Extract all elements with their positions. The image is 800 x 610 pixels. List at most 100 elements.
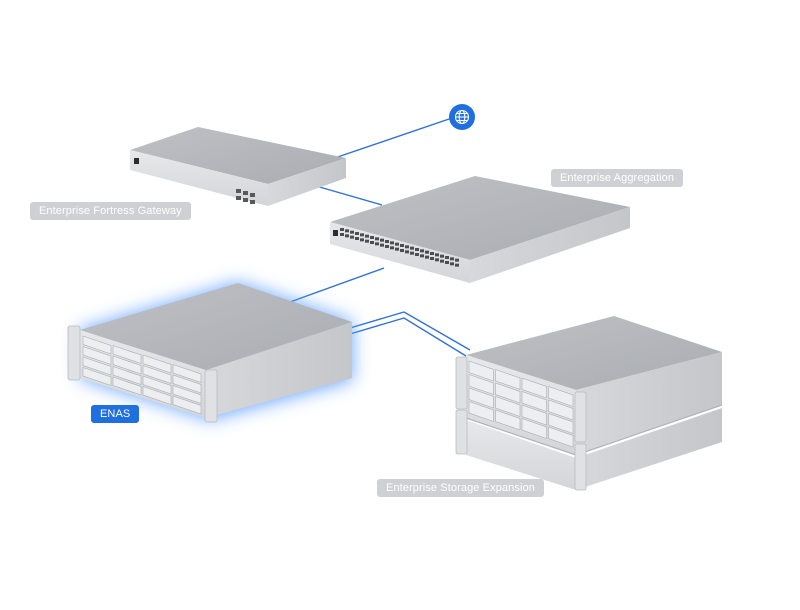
drive-bay — [142, 354, 172, 374]
switch-port — [410, 251, 414, 255]
drive-bay — [495, 382, 521, 404]
switch-port — [430, 252, 434, 255]
switch-port — [440, 259, 444, 263]
switch-port — [395, 247, 399, 251]
drive-bay — [82, 335, 112, 355]
switch-port — [370, 241, 374, 244]
link-aggregation-enas — [289, 267, 385, 303]
switch-port — [430, 257, 434, 260]
link-enas-storage-a — [349, 311, 471, 351]
drive-bay — [142, 386, 172, 405]
storage-rack-ear-right-bottom — [574, 443, 587, 491]
switch-port — [420, 249, 424, 253]
link-gateway-aggregation — [315, 185, 383, 206]
switch-port — [435, 253, 439, 257]
link-internet-gateway — [319, 117, 453, 164]
aggregation-label: Enterprise Aggregation — [551, 169, 684, 187]
drive-bay — [495, 409, 521, 431]
storage-drive-bays — [468, 360, 574, 448]
switch-port — [450, 262, 454, 266]
globe-icon — [454, 109, 470, 125]
switch-port — [455, 258, 459, 262]
link-enas-storage-b — [349, 317, 467, 357]
drive-bay — [521, 404, 547, 426]
switch-port — [420, 254, 424, 258]
enas-drive-bays — [82, 335, 202, 415]
drive-bay — [82, 356, 112, 376]
switch-port — [445, 256, 449, 259]
gateway-label: Enterprise Fortress Gateway — [30, 202, 191, 220]
drive-bay — [142, 375, 172, 395]
gateway-ports — [236, 189, 255, 204]
switch-port — [435, 258, 439, 262]
switch-port — [360, 238, 364, 242]
drive-bay — [142, 365, 172, 384]
drive-bay — [548, 399, 574, 421]
drive-bay — [468, 387, 494, 409]
switch-port — [385, 245, 389, 248]
switch-port — [390, 241, 394, 245]
enas-rack-ear-left — [67, 325, 81, 381]
switch-port — [410, 246, 414, 250]
switch-port — [385, 240, 389, 243]
switch-port — [350, 230, 354, 234]
drive-bay — [495, 369, 521, 390]
switch-port — [365, 239, 369, 243]
internet-node — [449, 104, 475, 130]
storage-expansion-device — [455, 316, 723, 491]
drive-bay — [172, 395, 202, 415]
switch-port — [340, 233, 344, 236]
drive-bay — [521, 391, 547, 412]
switch-port — [345, 229, 349, 233]
switch-port — [425, 250, 429, 254]
switch-port — [425, 255, 429, 259]
storage-expansion-label: Enterprise Storage Expansion — [377, 479, 544, 497]
switch-port — [445, 261, 449, 264]
switch-port — [405, 250, 409, 254]
switch-port — [340, 228, 344, 231]
switch-port — [360, 233, 364, 237]
switch-port — [405, 245, 409, 249]
drive-bay — [548, 413, 574, 434]
drive-bay — [112, 345, 142, 364]
storage-rack-ear-right-top — [574, 391, 587, 443]
drive-bay — [112, 376, 142, 396]
drive-bay — [468, 360, 494, 382]
switch-port — [350, 235, 354, 239]
drive-bay — [468, 374, 494, 395]
switch-port — [455, 263, 459, 267]
switch-port — [365, 234, 369, 238]
switch-port — [345, 234, 349, 238]
switch-port — [390, 246, 394, 250]
drive-bay — [172, 364, 202, 383]
switch-port — [400, 244, 404, 247]
drive-bay — [468, 401, 494, 422]
switch-port — [370, 236, 374, 239]
drive-bay — [521, 377, 547, 399]
drive-bay — [548, 386, 574, 407]
enas-device — [67, 283, 352, 423]
drive-bay — [112, 355, 142, 375]
switch-port — [440, 254, 444, 258]
drive-bay — [112, 366, 142, 385]
switch-port — [415, 253, 419, 256]
switch-port — [400, 249, 404, 252]
drive-bay — [82, 367, 112, 386]
enas-rack-ear-right — [204, 369, 218, 423]
gateway-device — [130, 127, 346, 206]
storage-rack-ear-left-bottom — [455, 409, 468, 455]
switch-port — [395, 242, 399, 246]
drive-bay — [521, 418, 547, 439]
drive-bay — [495, 396, 521, 417]
storage-rack-ear-left-top — [455, 356, 468, 410]
drive-bay — [172, 385, 202, 404]
switch-port — [415, 248, 419, 251]
connection-lines — [289, 117, 471, 357]
switch-port — [355, 237, 359, 240]
switch-port — [450, 257, 454, 261]
switch-port — [355, 232, 359, 235]
drive-bay — [172, 374, 202, 394]
drive-bay — [82, 346, 112, 365]
drive-bay — [548, 426, 574, 448]
switch-port — [375, 237, 379, 241]
